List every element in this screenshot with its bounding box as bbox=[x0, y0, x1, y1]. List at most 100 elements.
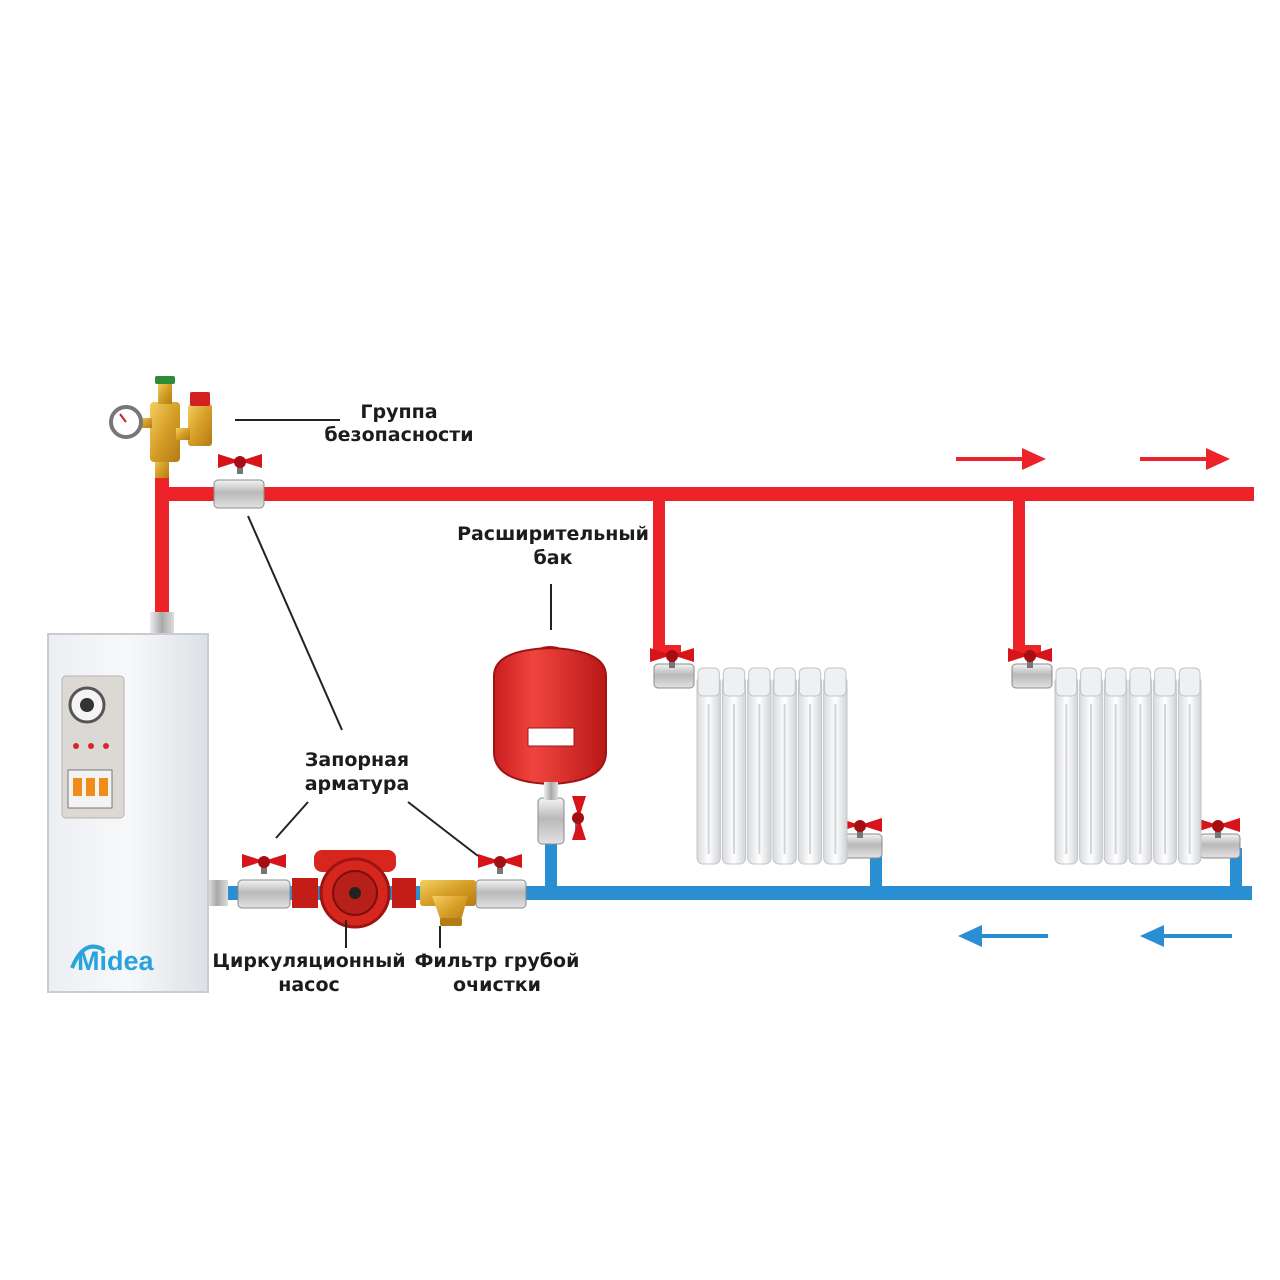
radiator bbox=[696, 667, 848, 865]
valve-handle-hub bbox=[494, 856, 506, 868]
valve-return-filter bbox=[475, 854, 527, 909]
safety-group bbox=[109, 376, 212, 478]
supply-main-pipe bbox=[158, 487, 1254, 501]
pump-flange-right bbox=[392, 878, 416, 908]
radiator-section-top bbox=[773, 667, 796, 697]
valve-expansion-tank bbox=[537, 796, 586, 845]
radiator-section-top bbox=[697, 667, 720, 697]
valve-stem bbox=[857, 828, 863, 838]
valve-body bbox=[213, 479, 265, 509]
supply-drop-radiator-2 bbox=[1013, 494, 1025, 654]
indicator-lamp-icon bbox=[103, 743, 109, 749]
label-safety-group-line1: Группа bbox=[360, 401, 437, 423]
radiator-section-top bbox=[1154, 667, 1176, 697]
valve-stem bbox=[497, 864, 503, 874]
supply-flow-arrow bbox=[1140, 448, 1230, 470]
safety-group-body bbox=[150, 402, 180, 462]
valve-handle-hub bbox=[572, 812, 584, 824]
valve-handle-hub bbox=[666, 650, 678, 662]
radiator-section-top bbox=[748, 667, 771, 697]
valve-radiator-1-return bbox=[838, 818, 883, 859]
valve-handle-hub bbox=[234, 456, 246, 468]
pump-flange-left bbox=[292, 878, 318, 908]
label-safety-group-line2: безопасности bbox=[324, 424, 473, 446]
label-coarse-filter-line2: очистки bbox=[453, 974, 541, 996]
valve-stem bbox=[669, 658, 675, 668]
radiator-section-top bbox=[1129, 667, 1152, 697]
filter-cap bbox=[440, 918, 462, 926]
label-expansion-tank-line1: Расширительный bbox=[457, 523, 649, 545]
radiator-section-top bbox=[1104, 667, 1127, 697]
tank-body bbox=[493, 646, 607, 786]
return-riser-radiator-1 bbox=[870, 848, 882, 894]
tank-nipple bbox=[544, 782, 558, 800]
valve-handle-hub bbox=[1212, 820, 1224, 832]
indicator-lamp-icon bbox=[88, 743, 94, 749]
valve-handle-hub bbox=[854, 820, 866, 832]
leader-valve-top bbox=[247, 515, 343, 731]
breaker-switch-icon bbox=[73, 778, 82, 796]
radiator-section-top bbox=[798, 667, 822, 697]
boiler-return-nipple bbox=[206, 880, 228, 906]
valve-stem bbox=[261, 864, 267, 874]
radiator-section-top bbox=[1080, 667, 1102, 697]
tank-label-plate bbox=[527, 727, 575, 747]
indicator-lamp-icon bbox=[73, 743, 79, 749]
valve-radiator-2-supply bbox=[1008, 648, 1053, 689]
valve-return-boiler bbox=[237, 854, 291, 909]
radiator-section-top bbox=[824, 667, 847, 697]
expansion-tank bbox=[493, 646, 607, 800]
safety-valve-icon bbox=[188, 404, 212, 446]
valve-stem bbox=[1215, 828, 1221, 838]
radiator bbox=[1054, 667, 1202, 865]
shutoff-valves bbox=[213, 454, 1241, 909]
valve-radiator-2-return bbox=[1196, 818, 1241, 859]
label-circulation-pump-line1: Циркуляционный bbox=[212, 950, 405, 972]
valve-stem bbox=[1027, 658, 1033, 668]
pump-shaft-icon bbox=[349, 887, 361, 899]
boiler-brand-logo: Midea bbox=[77, 946, 155, 976]
supply-drop-radiator-1 bbox=[653, 494, 665, 654]
valve-stem bbox=[237, 464, 243, 474]
leader-valve-left bbox=[275, 801, 309, 839]
electric-boiler: Midea bbox=[47, 612, 228, 993]
valve-radiator-1-supply bbox=[650, 648, 695, 689]
leader-lines bbox=[235, 419, 552, 948]
air-vent-icon bbox=[158, 382, 172, 404]
return-riser-tank bbox=[545, 838, 557, 894]
labels: Группа безопасности Расширительный бак З… bbox=[212, 401, 649, 996]
radiators bbox=[696, 667, 1202, 865]
radiator-section-top bbox=[1178, 667, 1201, 697]
thermostat-knob-center-icon bbox=[80, 698, 94, 712]
valve-body bbox=[537, 797, 565, 845]
valve-supply-boiler bbox=[213, 454, 265, 509]
flow-arrows bbox=[956, 448, 1232, 947]
leader-valve-right bbox=[407, 801, 479, 857]
label-shutoff-valves-line1: Запорная bbox=[305, 749, 409, 771]
circulation-pump bbox=[292, 850, 416, 929]
manometer-stem bbox=[138, 418, 152, 428]
return-flow-arrow bbox=[958, 925, 1048, 947]
breaker-switch-icon bbox=[86, 778, 95, 796]
return-flow-arrow bbox=[1140, 925, 1232, 947]
supply-flow-arrow bbox=[956, 448, 1046, 470]
midea-logo-swoosh-icon bbox=[70, 944, 106, 969]
radiator-section-top bbox=[1055, 667, 1078, 697]
supply-pipes bbox=[155, 470, 1254, 657]
valve-handle-hub bbox=[1024, 650, 1036, 662]
label-expansion-tank-line2: бак bbox=[534, 547, 573, 569]
coarse-filter bbox=[420, 880, 476, 926]
valve-body bbox=[475, 879, 527, 909]
safety-valve-cap-icon bbox=[190, 392, 210, 406]
manometer-needle-icon bbox=[119, 413, 127, 423]
air-vent-cap-icon bbox=[155, 376, 175, 384]
label-coarse-filter-line1: Фильтр грубой bbox=[415, 950, 580, 972]
valve-handle-hub bbox=[258, 856, 270, 868]
return-riser-radiator-2 bbox=[1230, 848, 1242, 894]
radiator-section-top bbox=[722, 667, 746, 697]
filter-sump bbox=[432, 896, 468, 924]
valve-body bbox=[237, 879, 291, 909]
supply-riser-boiler bbox=[155, 470, 169, 620]
